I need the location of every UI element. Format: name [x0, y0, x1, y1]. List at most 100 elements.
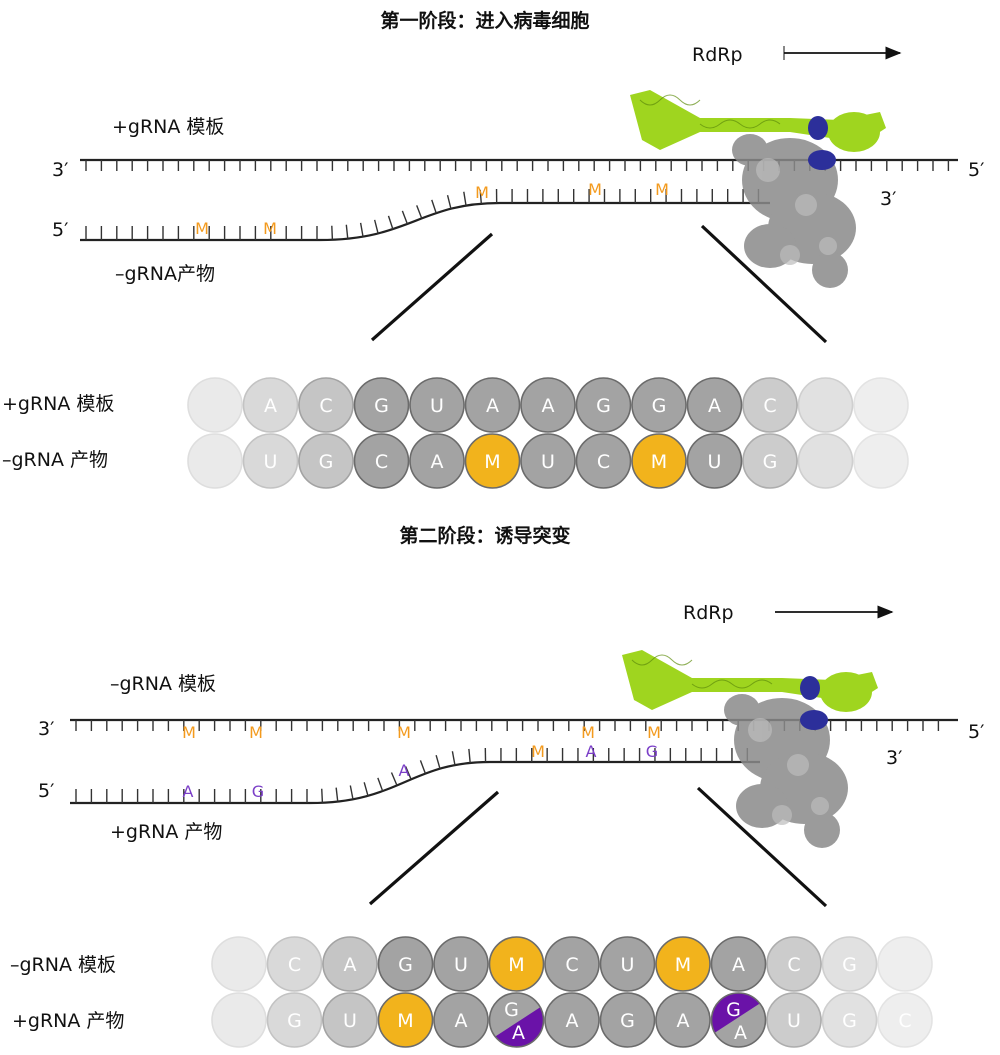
- stage-1-product-bead: A: [409, 433, 465, 489]
- stage-1-product-bead: [853, 433, 909, 489]
- base-mark-g: G: [252, 782, 264, 801]
- base-tick: [479, 189, 483, 204]
- stage-1-template-3-end: 3′: [52, 159, 68, 181]
- rdrp-protein-icon: [630, 90, 886, 288]
- stage-2-template-bead: C: [766, 936, 822, 992]
- stage-1-rdrp-label: RdRp: [692, 44, 743, 66]
- base-tick: [446, 194, 452, 209]
- base-letter: C: [565, 954, 578, 976]
- stage-1-zoom-template-label: +gRNA 模板: [2, 393, 114, 415]
- base-letter: G: [319, 451, 334, 473]
- stage-2-product-bead: G: [821, 992, 878, 1048]
- base-mark-m: M: [263, 219, 277, 238]
- base-tick: [390, 772, 398, 786]
- stage-1-template-bead: U: [409, 377, 465, 433]
- stage-2-template-bead: [877, 936, 933, 992]
- base-tick: [419, 760, 427, 774]
- stage-1-product-bead: [797, 433, 854, 489]
- stage-1-template-bead: [797, 377, 854, 433]
- base-letter: U: [621, 954, 635, 976]
- stage-1-template-bead: G: [575, 377, 632, 433]
- stage-1-product-bead: G: [742, 433, 798, 489]
- base-letter: G: [287, 1010, 302, 1032]
- stage-2-product-bead: GA: [488, 992, 545, 1048]
- stage-2-template-bead: A: [322, 936, 378, 992]
- base-tick: [335, 787, 339, 802]
- stage-1-title: 第一阶段：进入病毒细胞: [380, 9, 589, 32]
- base-tick: [321, 788, 324, 803]
- stage-1-product-bead: C: [575, 433, 632, 489]
- base-letter: M: [484, 451, 500, 473]
- base-letter: M: [508, 954, 524, 976]
- stage-1-product-bead: U: [686, 433, 743, 489]
- base-tick: [349, 785, 354, 800]
- stage-1-product-bead: U: [520, 433, 576, 489]
- stage-2-product-bead: A: [544, 992, 600, 1048]
- base-letter: U: [343, 1010, 357, 1032]
- stage-2-template-bead: U: [599, 936, 656, 992]
- base-letter: C: [763, 395, 776, 417]
- base-mark-m: M: [249, 723, 263, 742]
- base-tick: [451, 751, 456, 766]
- base-mark-a: A: [586, 742, 597, 761]
- base-mark-m: M: [195, 219, 209, 238]
- stage-1-template-5-end: 5′: [968, 159, 984, 181]
- stage-1-template-bead: A: [520, 377, 576, 433]
- base-letter: M: [651, 451, 667, 473]
- base-tick: [373, 219, 379, 234]
- stage-1-product-3-end: 3′: [880, 188, 896, 210]
- base-letter: A: [486, 395, 499, 417]
- stage-2-product-ticks: [75, 748, 749, 803]
- stage-1-product-bead: M: [631, 433, 687, 489]
- base-mark-a: A: [399, 761, 410, 780]
- base-mark-m: M: [581, 723, 595, 742]
- base-tick: [404, 766, 412, 780]
- stage-1-template-bead: A: [464, 377, 521, 433]
- base-letter: A: [344, 954, 357, 976]
- base-mark-m: M: [182, 723, 196, 742]
- stage-2-template-bead: C: [544, 936, 600, 992]
- base-letter: C: [288, 954, 301, 976]
- stage-2-template-ticks: [75, 720, 940, 731]
- stage-1-product-strand: [80, 201, 770, 242]
- base-tick: [377, 777, 384, 792]
- stage-2-template-bead: A: [710, 936, 767, 992]
- stage-2-product-strand: [70, 760, 760, 805]
- base-letter: G: [374, 395, 389, 417]
- base-letter: A: [455, 1010, 468, 1032]
- stage-2-product-bead: U: [766, 992, 822, 1048]
- stage-2-product-bead: G: [599, 992, 656, 1048]
- base-letter: G: [596, 395, 611, 417]
- base-mark-g: G: [646, 742, 658, 761]
- stage-1-template-bead: A: [242, 377, 299, 433]
- base-tick: [401, 210, 409, 225]
- base-letter: A: [734, 1022, 747, 1044]
- base-letter: U: [430, 395, 444, 417]
- base-mark-m: M: [588, 180, 602, 199]
- stage-2-product-bead: A: [655, 992, 711, 1048]
- base-letter: C: [375, 451, 388, 473]
- base-letter: M: [675, 954, 691, 976]
- base-letter: C: [787, 954, 800, 976]
- base-letter: G: [763, 451, 778, 473]
- stage-2-product-bead: C: [877, 992, 933, 1048]
- stage-1-template-bead: C: [742, 377, 798, 433]
- stage-2-zoom-line-right: [696, 786, 828, 908]
- base-letter: G: [398, 954, 413, 976]
- base-tick: [363, 782, 369, 796]
- base-tick: [463, 191, 467, 206]
- base-letter: G: [842, 1010, 857, 1032]
- stage-2-template-bead: M: [488, 936, 545, 992]
- stage-1-product-bead: M: [464, 433, 521, 489]
- base-tick: [416, 205, 423, 219]
- stage-2-template-bead: [211, 936, 267, 992]
- base-tick: [359, 222, 364, 237]
- stage-2-product-bead: G: [266, 992, 323, 1048]
- stage-2-template-bead: G: [377, 936, 434, 992]
- base-letter: U: [541, 451, 555, 473]
- base-mark-m: M: [531, 742, 545, 761]
